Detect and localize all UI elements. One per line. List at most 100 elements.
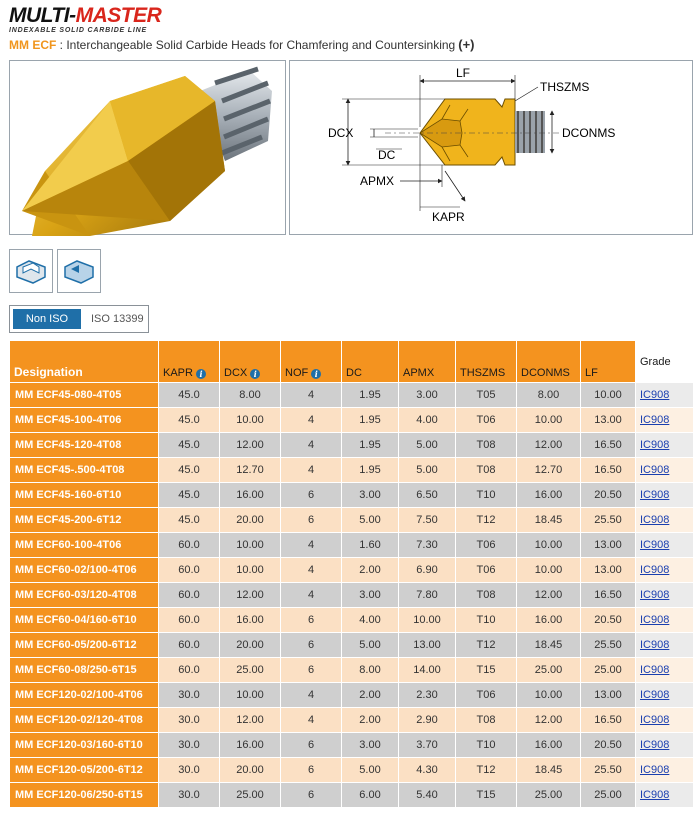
- value-cell: 20.00: [219, 757, 281, 783]
- value-cell: 1.95: [341, 432, 399, 458]
- header-dconms[interactable]: DCONMS: [516, 340, 581, 383]
- value-cell: 10.00: [219, 532, 281, 558]
- value-cell: 6: [280, 757, 342, 783]
- grade-link[interactable]: IC908: [640, 489, 670, 501]
- value-cell: 20.50: [580, 732, 636, 758]
- header-lf[interactable]: LF: [580, 340, 636, 383]
- grade-link[interactable]: IC908: [640, 539, 670, 551]
- header-designation[interactable]: Designation: [9, 340, 159, 383]
- header-dc[interactable]: DC: [341, 340, 399, 383]
- value-cell: 8.00: [341, 657, 399, 683]
- info-icon[interactable]: i: [311, 369, 322, 379]
- brand-logo: MULTI-MASTER INDEXABLE SOLID CARBIDE LIN…: [9, 5, 179, 37]
- label-kapr: KAPR: [432, 210, 465, 224]
- standard-toggle: Non ISO ISO 13399: [9, 305, 149, 333]
- grade-link[interactable]: IC908: [640, 789, 670, 801]
- value-cell: 5.00: [398, 432, 456, 458]
- grade-cell: IC908: [635, 782, 694, 808]
- expand-toggle[interactable]: (+): [458, 37, 475, 52]
- value-cell: 2.90: [398, 707, 456, 733]
- value-cell: 25.00: [580, 782, 636, 808]
- value-cell: 45.0: [158, 382, 220, 408]
- value-cell: 12.00: [219, 707, 281, 733]
- countersink-geometry-icon[interactable]: [57, 249, 101, 293]
- value-cell: 20.00: [219, 632, 281, 658]
- designation-cell: MM ECF45-.500-4T08: [9, 457, 159, 483]
- value-cell: 10.00: [516, 682, 581, 708]
- value-cell: 60.0: [158, 532, 220, 558]
- grade-cell: IC908: [635, 507, 694, 533]
- chamfer-geometry-icon[interactable]: [9, 249, 53, 293]
- value-cell: 10.00: [580, 382, 636, 408]
- value-cell: 60.0: [158, 632, 220, 658]
- value-cell: 20.00: [219, 507, 281, 533]
- grade-link[interactable]: IC908: [640, 664, 670, 676]
- header-grade[interactable]: Grade: [635, 340, 694, 383]
- grade-link[interactable]: IC908: [640, 439, 670, 451]
- grade-cell: IC908: [635, 457, 694, 483]
- value-cell: T10: [455, 482, 517, 508]
- value-cell: T08: [455, 582, 517, 608]
- grade-link[interactable]: IC908: [640, 739, 670, 751]
- value-cell: 16.50: [580, 432, 636, 458]
- brand-tagline: INDEXABLE SOLID CARBIDE LINE: [9, 27, 147, 34]
- value-cell: 1.95: [341, 382, 399, 408]
- grade-cell: IC908: [635, 682, 694, 708]
- grade-cell: IC908: [635, 432, 694, 458]
- value-cell: 3.00: [341, 582, 399, 608]
- grade-cell: IC908: [635, 382, 694, 408]
- value-cell: 10.00: [398, 607, 456, 633]
- value-cell: 4: [280, 457, 342, 483]
- value-cell: 10.00: [219, 407, 281, 433]
- info-icon[interactable]: i: [250, 369, 261, 379]
- grade-link[interactable]: IC908: [640, 414, 670, 426]
- value-cell: 1.95: [341, 457, 399, 483]
- value-cell: 6: [280, 482, 342, 508]
- grade-link[interactable]: IC908: [640, 464, 670, 476]
- grade-link[interactable]: IC908: [640, 589, 670, 601]
- grade-link[interactable]: IC908: [640, 614, 670, 626]
- value-cell: 30.0: [158, 757, 220, 783]
- value-cell: 5.40: [398, 782, 456, 808]
- grade-link[interactable]: IC908: [640, 689, 670, 701]
- value-cell: T06: [455, 407, 517, 433]
- grade-link[interactable]: IC908: [640, 514, 670, 526]
- carbide-head-image: [22, 66, 272, 246]
- info-icon[interactable]: i: [195, 369, 206, 379]
- value-cell: 6: [280, 782, 342, 808]
- grade-link[interactable]: IC908: [640, 389, 670, 401]
- value-cell: 12.00: [516, 582, 581, 608]
- grade-cell: IC908: [635, 532, 694, 558]
- header-apmx[interactable]: APMX: [398, 340, 456, 383]
- designation-cell: MM ECF120-03/160-6T10: [9, 732, 159, 758]
- value-cell: 18.45: [516, 507, 581, 533]
- designation-cell: MM ECF60-04/160-6T10: [9, 607, 159, 633]
- grade-link[interactable]: IC908: [640, 714, 670, 726]
- grade-cell: IC908: [635, 407, 694, 433]
- non-iso-tab[interactable]: Non ISO: [13, 309, 81, 329]
- value-cell: 4: [280, 582, 342, 608]
- value-cell: 6.90: [398, 557, 456, 583]
- grade-link[interactable]: IC908: [640, 764, 670, 776]
- value-cell: 6: [280, 507, 342, 533]
- value-cell: 2.30: [398, 682, 456, 708]
- value-cell: 3.00: [341, 732, 399, 758]
- grade-link[interactable]: IC908: [640, 639, 670, 651]
- value-cell: 25.00: [516, 782, 581, 808]
- header-thszms[interactable]: THSZMS: [455, 340, 517, 383]
- value-cell: 20.50: [580, 607, 636, 633]
- iso-13399-tab[interactable]: ISO 13399: [91, 313, 144, 325]
- grade-link[interactable]: IC908: [640, 564, 670, 576]
- value-cell: 45.0: [158, 407, 220, 433]
